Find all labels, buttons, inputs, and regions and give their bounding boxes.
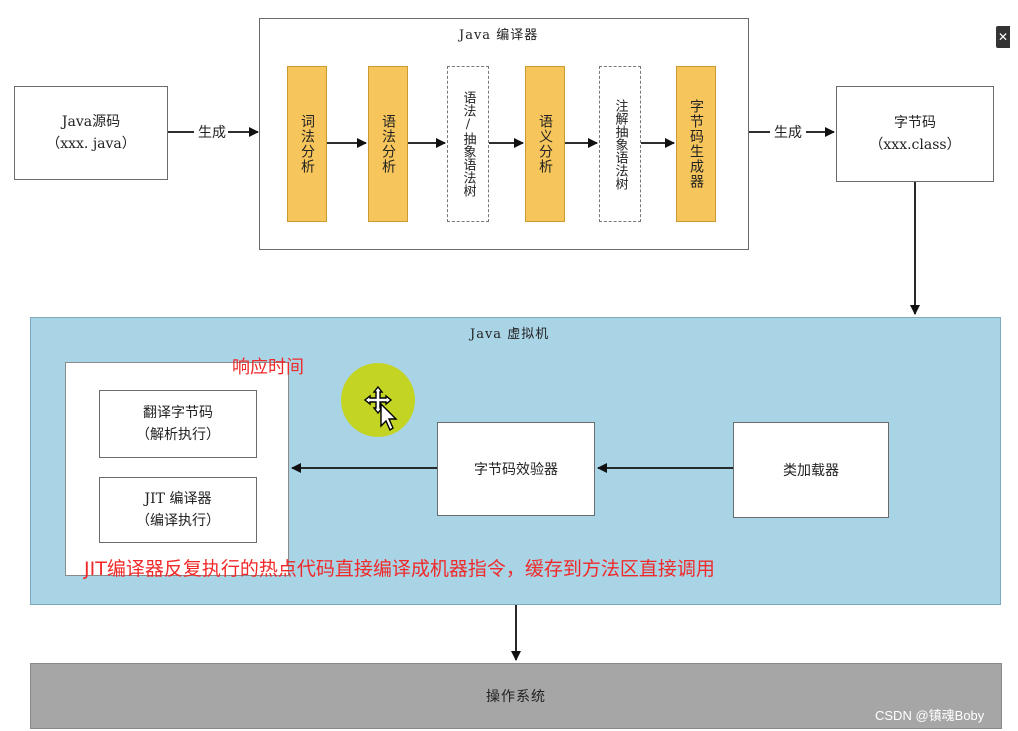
- java-compiler-frame: [259, 18, 749, 250]
- stage-annotated-syntax-tree: 注解抽象语法树: [599, 66, 641, 222]
- interpreter-mode: （解析执行）: [136, 427, 220, 443]
- move-cursor-icon: [363, 385, 398, 432]
- jit-compiler-label: JIT 编译器: [144, 491, 212, 507]
- watermark: CSDN @镇魂Boby: [875, 708, 985, 723]
- close-icon[interactable]: ✕: [996, 26, 1010, 48]
- bytecode-verifier-box: 字节码效验器: [437, 422, 595, 516]
- source-code-box: Java源码 （xxx. java）: [14, 86, 168, 180]
- java-compiler-title: Java 编译器: [459, 28, 539, 43]
- interpreter-box: 翻译字节码 （解析执行）: [99, 390, 257, 458]
- source-code-filename: （xxx. java）: [46, 136, 136, 152]
- stage-lexical-analysis: 词法分析: [287, 66, 327, 222]
- bytecode-filename: （xxx.class）: [869, 137, 961, 153]
- response-time-annotation: 响应时间: [232, 357, 304, 378]
- interpreter-label: 翻译字节码: [143, 405, 213, 421]
- jit-hotspot-annotation: JIT编译器反复执行的热点代码直接编译成机器指令，缓存到方法区直接调用: [84, 558, 715, 580]
- operating-system-label: 操作系统: [486, 689, 546, 705]
- jit-compiler-box: JIT 编译器 （编译执行）: [99, 477, 257, 543]
- stage-bytecode-generator: 字节码生成器: [676, 66, 716, 222]
- stage-syntax-tree: 语法/抽象语法树: [447, 66, 489, 222]
- operating-system-bar: 操作系统: [30, 663, 1002, 729]
- generate-label-right: 生成: [774, 125, 802, 141]
- stage-semantic-analysis: 语义分析: [525, 66, 565, 222]
- bytecode-box: 字节码 （xxx.class）: [836, 86, 994, 182]
- stage-syntax-analysis: 语法分析: [368, 66, 408, 222]
- jvm-title: Java 虚拟机: [470, 327, 550, 342]
- jit-compiler-mode: （编译执行）: [136, 513, 220, 529]
- class-loader-box: 类加载器: [733, 422, 889, 518]
- bytecode-label: 字节码: [894, 115, 936, 131]
- source-code-label: Java源码: [61, 114, 121, 130]
- generate-label-left: 生成: [198, 125, 226, 141]
